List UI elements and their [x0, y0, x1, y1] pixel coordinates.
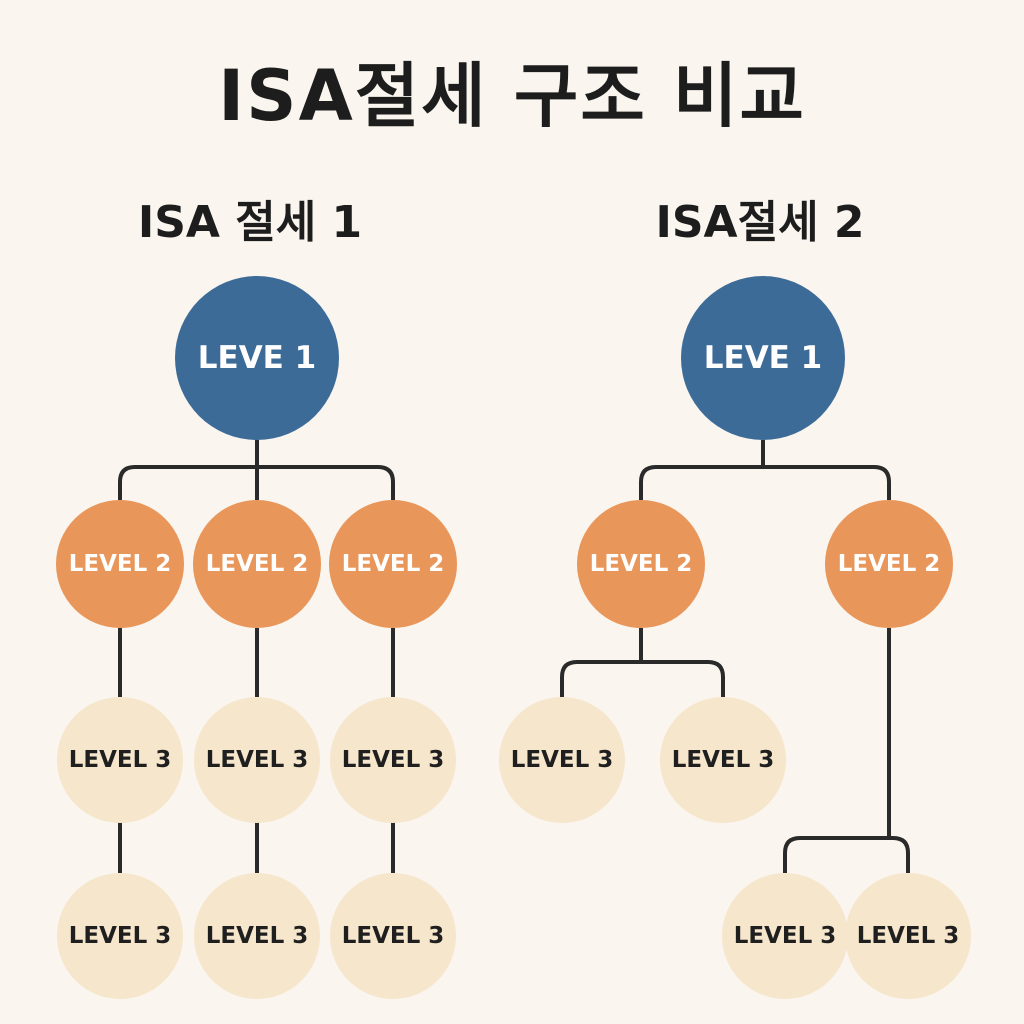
d1-level2-node: LEVEL 2	[56, 500, 184, 628]
d2-level2-node: LEVEL 2	[577, 500, 705, 628]
d1-level3-node: LEVEL 3	[194, 697, 320, 823]
diagram1-title: ISA 절세 1	[137, 197, 363, 248]
d2-level1-node: LEVE 1	[681, 276, 845, 440]
d1-level3-node: LEVEL 3	[330, 697, 456, 823]
d1-level3-node: LEVEL 3	[194, 873, 320, 999]
d2-left-l2-to-l3-connector	[560, 628, 725, 697]
d1-level3-node: LEVEL 3	[57, 697, 183, 823]
d2-level3-node: LEVEL 3	[660, 697, 786, 823]
diagram2-title: ISA절세 2	[655, 197, 865, 248]
d2-level3-node: LEVEL 3	[845, 873, 971, 999]
d1-level2-node: LEVEL 2	[329, 500, 457, 628]
d2-level2-node: LEVEL 2	[825, 500, 953, 628]
d1-l2-to-l3-connector	[118, 628, 395, 697]
d1-level3-node: LEVEL 3	[330, 873, 456, 999]
d1-l1-to-l2-connector	[118, 440, 395, 500]
d2-level3-node: LEVEL 3	[722, 873, 848, 999]
d1-level1-node: LEVE 1	[175, 276, 339, 440]
d1-level3-node: LEVEL 3	[57, 873, 183, 999]
d2-right-l2-to-l3-connector	[783, 628, 910, 873]
d2-level3-node: LEVEL 3	[499, 697, 625, 823]
d1-level2-node: LEVEL 2	[193, 500, 321, 628]
d1-l3-to-l3-connector	[118, 822, 395, 873]
main-title: ISA절세 구조 비교	[218, 55, 806, 137]
d2-l1-to-l2-connector	[639, 440, 891, 500]
